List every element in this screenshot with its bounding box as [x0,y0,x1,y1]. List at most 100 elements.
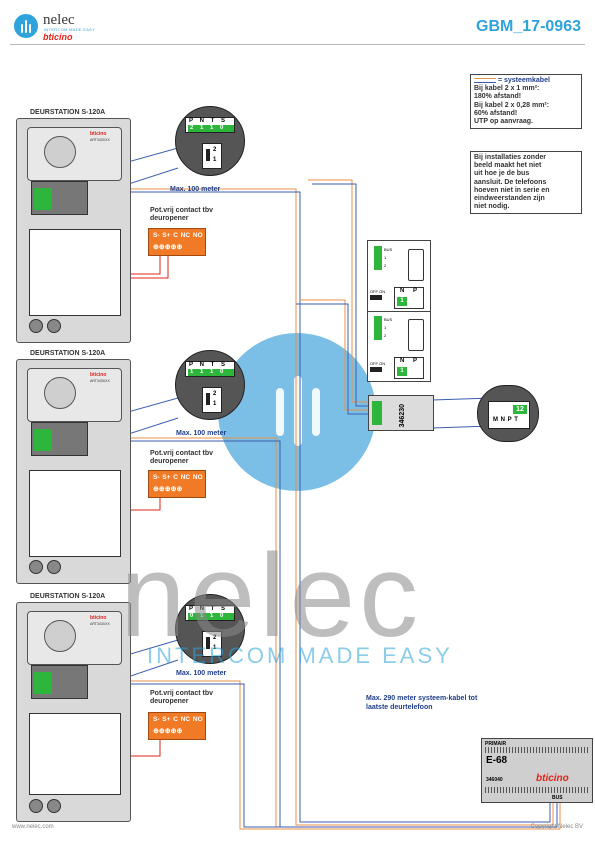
contact-terminals: S- S+ C NC NO [153,716,203,723]
supply-brand: bticino [536,773,569,784]
phone-terminal-block [374,246,382,270]
brand-sub: bticino [43,32,73,42]
header-divider [10,44,585,45]
speaker-area: bticino ART343XXX [27,611,122,665]
contact-label: Pot.vrij contact tbv deuropener [150,450,214,465]
contact-terminal-block: S- S+ C NC NO ⊕⊕⊕⊕⊕ [148,228,206,256]
footer-copyright: Copyright Nelec BV [530,824,583,830]
module-magnifier: 12 M N P T [477,385,539,442]
contact-pins: ⊕⊕⊕⊕⊕ [153,486,183,493]
brand-mark: bticino [90,372,107,378]
off-on-switch [370,295,382,300]
dip-header: P N T S [189,362,225,368]
off-on-label: OFF ON [370,361,386,366]
push-button-icon [47,560,61,574]
dip-switch-card: P N T S 1 1 1 0 [185,361,235,377]
cable-legend-note: = systeemkabel Bij kabel 2 x 1 mm²: 180%… [470,74,582,130]
dip-magnifier: P N T S 1 1 1 0 2 1 [175,350,245,420]
module-code: 346230 [399,404,406,428]
push-button-icon [29,319,43,333]
brand-mark: bticino [90,615,107,621]
terminal-block [34,672,52,694]
installation-note: Bij installaties zonder beeld maakt het … [470,151,582,215]
watermark-word: nelec [120,530,423,662]
jumper-switch: 2 1 [202,631,222,657]
push-button-icon [47,319,61,333]
module-dip-labels: M N P T [493,417,518,423]
dip-switch-card: P N T S 0 1 1 0 [185,605,235,621]
contact-pins: ⊕⊕⊕⊕⊕ [153,244,183,251]
terminal-board [31,665,88,699]
bus-label: BUS [552,795,563,801]
footer-website[interactable]: www.nelec.com [12,824,54,830]
display-window [29,470,121,557]
off-on-label: OFF ON [370,289,386,294]
camera-icon [44,136,76,168]
handset-icon [408,319,424,351]
contact-label: Pot.vrij contact tbv deuropener [150,207,214,222]
push-button-icon [29,560,43,574]
interface-module-346230: 346230 [368,395,434,431]
np-selector: N P 1 [394,287,424,309]
max-distance-note: Max. 290 meter systeem-kabel tot laatste… [366,695,478,711]
watermark-tagline: INTERCOM MADE EASY [147,643,453,668]
push-button-icon [47,799,61,813]
camera-icon [44,620,76,652]
primair-label: PRIMAIR [485,741,507,747]
dip-header: P N T S [189,606,225,612]
model-label: ART343XXX [90,138,110,142]
contact-pins: ⊕⊕⊕⊕⊕ [153,728,183,735]
distance-label: Max. 100 meter [176,430,227,437]
nelec-logo: nelec INTERCOM MADE EASY bticino [14,12,124,42]
dip-values: 1 1 1 0 [188,369,234,376]
contact-label: Pot.vrij contact tbv deuropener [150,690,214,705]
door-station-panel: bticino ART343XXX [16,359,131,584]
brand-tagline: INTERCOM MADE EASY [44,27,96,32]
brand-mark: bticino [90,131,107,137]
dip-values: 0 1 1 0 [188,613,234,620]
dip-values: 2 1 1 0 [188,125,234,132]
camera-icon [44,377,76,409]
document-code: GBM_17-0963 [476,18,581,35]
brand-name: nelec [43,12,75,28]
station-title: DEURSTATION S-120A [30,350,106,357]
dip-magnifier: P N T S 2 1 1 0 2 1 [175,106,245,176]
model-label: ART343XXX [90,622,110,626]
power-supply-e68: PRIMAIR E-68 346040 bticino BUS [481,738,593,803]
phone-terminal-block [374,316,382,340]
logo-mark-icon [14,14,38,38]
station-title: DEURSTATION S-120A [30,593,106,600]
contact-terminal-block: S- S+ C NC NO ⊕⊕⊕⊕⊕ [148,712,206,740]
model-label: ART343XXX [90,379,110,383]
terminal-board [31,422,88,456]
dip-magnifier: P N T S 0 1 1 0 2 1 [175,594,245,664]
speaker-area: bticino ART343XXX [27,368,122,422]
dip-header: P N T S [189,118,225,124]
speaker-area: bticino ART343XXX [27,127,122,181]
door-station-panel: bticino ART343XXX [16,602,131,822]
dip-switch-card: P N T S 2 1 1 0 [185,117,235,133]
cable-legend: = systeemkabel [474,77,578,85]
jumper-switch: 2 1 [202,387,222,413]
terminal-block [34,429,52,451]
push-button-icon [29,799,43,813]
vent-ribs [485,787,589,793]
distance-label: Max. 100 meter [170,186,221,193]
module-dip-card: 12 M N P T [488,401,530,429]
jumper-switch: 2 1 [202,143,222,169]
station-title: DEURSTATION S-120A [30,109,106,116]
supply-model: E-68 [486,755,508,766]
contact-terminals: S- S+ C NC NO [153,474,203,481]
display-window [29,229,121,316]
door-station-panel: bticino ART343XXX [16,118,131,343]
handset-icon [408,249,424,281]
distance-label: Max. 100 meter [176,670,227,677]
off-on-switch [370,367,382,372]
contact-terminal-block: S- S+ C NC NO ⊕⊕⊕⊕⊕ [148,470,206,498]
display-window [29,713,121,795]
terminal-block [34,188,52,210]
vent-ribs [485,747,589,753]
